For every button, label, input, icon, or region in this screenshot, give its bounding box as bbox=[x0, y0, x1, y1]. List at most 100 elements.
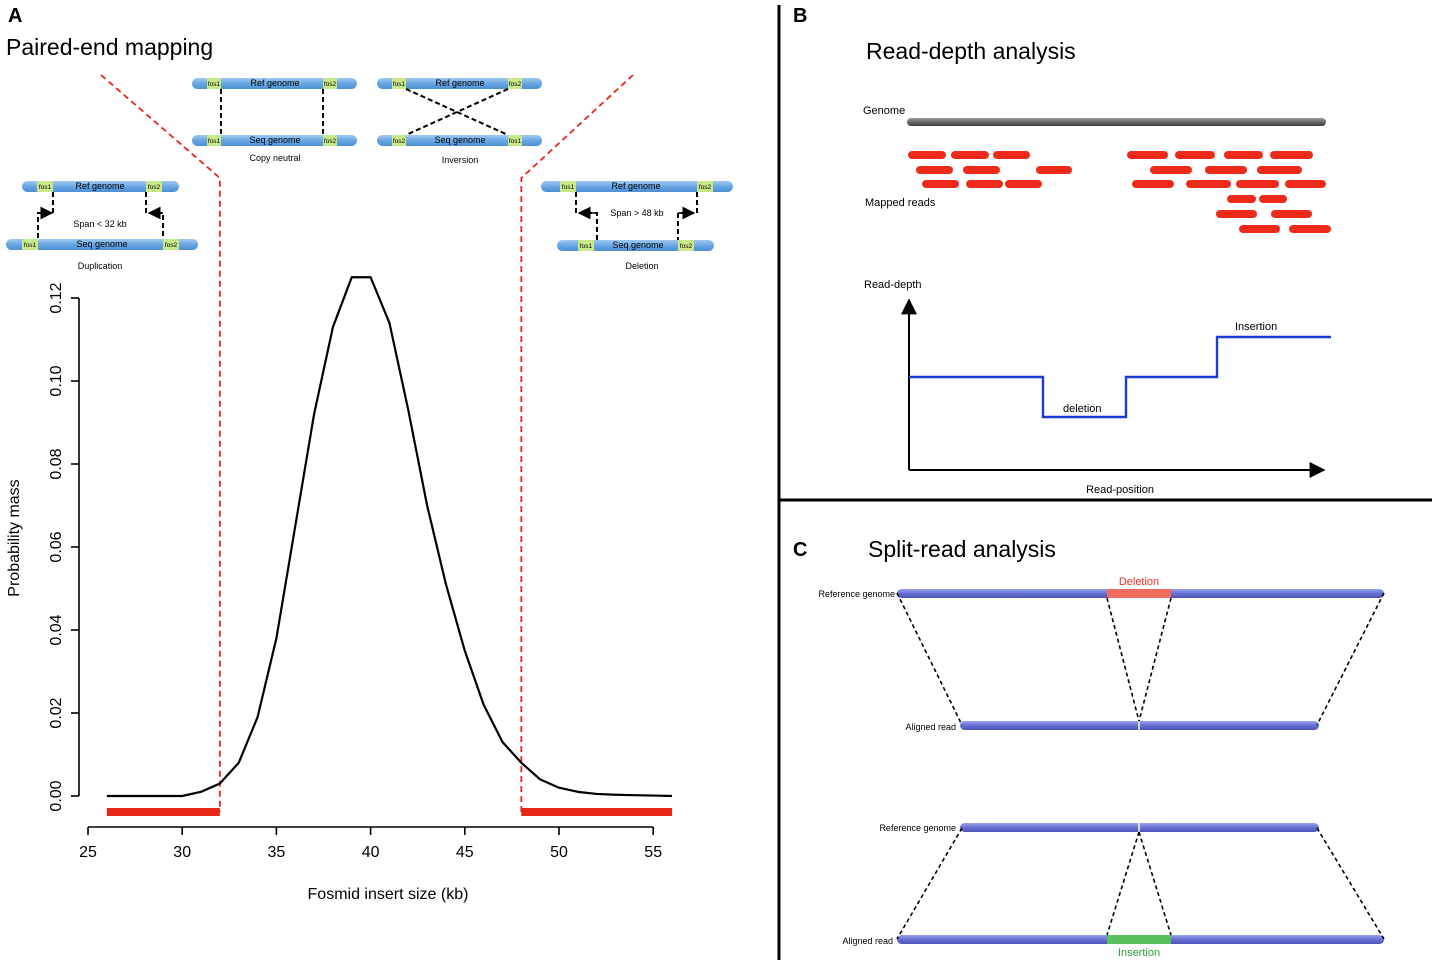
insertion-label: Insertion bbox=[1235, 321, 1277, 333]
x-axis-title: Fosmid insert size (kb) bbox=[308, 886, 469, 903]
mapped-read bbox=[1205, 166, 1247, 174]
y-tick-label: 0.02 bbox=[48, 697, 65, 728]
copy-neutral-caption: Copy neutral bbox=[249, 153, 300, 163]
fos2-marker bbox=[508, 78, 522, 89]
fos1-marker bbox=[578, 240, 594, 251]
pair-link bbox=[145, 192, 164, 239]
y-tick-label: 0.10 bbox=[48, 365, 65, 396]
fos2-marker bbox=[163, 239, 179, 250]
mapped-read bbox=[1270, 151, 1313, 159]
mapped-read bbox=[1150, 166, 1192, 174]
fos2-marker bbox=[392, 135, 406, 146]
fos2-label: fos2 bbox=[165, 242, 178, 249]
aligned-read-label: Aligned read bbox=[842, 936, 893, 946]
x-tick-label: 45 bbox=[456, 844, 474, 861]
fos2-label: fos2 bbox=[680, 243, 693, 250]
y-tick-label: 0.08 bbox=[48, 448, 65, 479]
fos1-label: fos1 bbox=[393, 81, 406, 88]
inversion-diagram: fos1 fos2 fos2 fos1 Ref genome Seq genom… bbox=[377, 78, 542, 165]
seq-genome-bar bbox=[377, 135, 542, 146]
mapped-read bbox=[908, 151, 946, 159]
y-tick-label: 0.06 bbox=[48, 531, 65, 562]
duplication-diagram: fos1 fos2 fos1 fos2 Ref genome Seq genom… bbox=[6, 181, 198, 271]
alignment-link bbox=[1106, 831, 1140, 936]
mapped-read bbox=[1257, 166, 1302, 174]
pair-link bbox=[405, 88, 509, 136]
read-position-axis-label: Read-position bbox=[1086, 484, 1154, 496]
alignment-link bbox=[1316, 827, 1385, 940]
pair-link bbox=[37, 192, 54, 239]
fos1-marker bbox=[22, 239, 38, 250]
fos1-marker bbox=[207, 135, 221, 146]
insertion-event-label: Insertion bbox=[1118, 947, 1160, 959]
pair-link bbox=[405, 88, 509, 136]
mapped-read bbox=[1271, 210, 1312, 218]
x-tick-label: 40 bbox=[362, 844, 380, 861]
alignment-link bbox=[1106, 597, 1140, 722]
alignment-link bbox=[1138, 831, 1172, 936]
x-tick-label: 50 bbox=[550, 844, 568, 861]
mapped-read bbox=[963, 166, 1000, 174]
fos2-label: fos2 bbox=[324, 81, 337, 88]
ref-genome-label: Ref genome bbox=[435, 78, 484, 88]
fos2-label: fos2 bbox=[148, 184, 161, 191]
mapped-read bbox=[1132, 180, 1174, 188]
y-axis-title: Probability mass bbox=[6, 479, 23, 596]
reference-genome-label: Reference genome bbox=[879, 823, 956, 833]
genome-bar bbox=[907, 118, 1326, 126]
duplication-caption: Duplication bbox=[78, 261, 123, 271]
mapped-read bbox=[1236, 180, 1279, 188]
deletion-event-label: Deletion bbox=[1119, 576, 1159, 588]
fos1-label: fos1 bbox=[208, 81, 221, 88]
lower-cutoff-line bbox=[100, 74, 221, 812]
upper-tail-bar bbox=[521, 808, 673, 816]
span-label: Span > 48 kb bbox=[610, 208, 663, 218]
inserted-segment bbox=[1107, 935, 1171, 944]
fos2-marker bbox=[323, 78, 337, 89]
span-label: Span < 32 kb bbox=[73, 219, 126, 229]
mapped-read bbox=[1239, 225, 1280, 233]
panel-c-letter: C bbox=[793, 539, 807, 561]
mapped-read bbox=[1036, 166, 1072, 174]
mapped-read bbox=[1186, 180, 1231, 188]
alignment-link bbox=[1316, 592, 1385, 726]
fos1-marker bbox=[207, 78, 221, 89]
alignment-link bbox=[896, 592, 963, 726]
ref-genome-bar bbox=[192, 78, 357, 89]
fos1-label: fos1 bbox=[39, 184, 52, 191]
fos2-label: fos2 bbox=[509, 81, 522, 88]
fos1-marker bbox=[508, 135, 522, 146]
fos1-label: fos1 bbox=[580, 243, 593, 250]
mapped-read bbox=[1005, 180, 1042, 188]
seq-genome-bar bbox=[557, 240, 714, 251]
ref-genome-label: Ref genome bbox=[611, 181, 660, 191]
ref-genome-bar bbox=[541, 181, 733, 192]
mapped-read bbox=[1175, 151, 1215, 159]
x-tick-label: 30 bbox=[173, 844, 191, 861]
panel-a-title: Paired-end mapping bbox=[6, 34, 213, 60]
y-tick-label: 0.12 bbox=[48, 282, 65, 313]
fos2-marker bbox=[678, 240, 694, 251]
panel-b-letter: B bbox=[793, 5, 807, 27]
mapped-read bbox=[1216, 210, 1257, 218]
fos2-label: fos2 bbox=[393, 138, 406, 145]
panel-a-letter: A bbox=[8, 5, 22, 27]
panel-c-title: Split-read analysis bbox=[868, 536, 1056, 562]
fos1-label: fos1 bbox=[562, 184, 575, 191]
mapped-read bbox=[1227, 195, 1256, 203]
fos2-label: fos2 bbox=[699, 184, 712, 191]
deletion-label: deletion bbox=[1063, 403, 1102, 415]
alignment-link bbox=[896, 827, 963, 940]
mapped-read bbox=[1259, 195, 1287, 203]
seq-genome-label: Seq genome bbox=[76, 239, 127, 249]
fos2-marker bbox=[697, 181, 713, 192]
chart-axes bbox=[78, 298, 654, 828]
fos1-marker bbox=[37, 181, 53, 192]
inversion-caption: Inversion bbox=[442, 155, 479, 165]
mapped-read bbox=[922, 180, 959, 188]
seq-genome-bar bbox=[6, 239, 198, 250]
deletion-diagram: fos1 fos2 fos1 fos2 Ref genome Seq genom… bbox=[541, 181, 733, 271]
read-depth-axis-label: Read-depth bbox=[864, 279, 922, 291]
